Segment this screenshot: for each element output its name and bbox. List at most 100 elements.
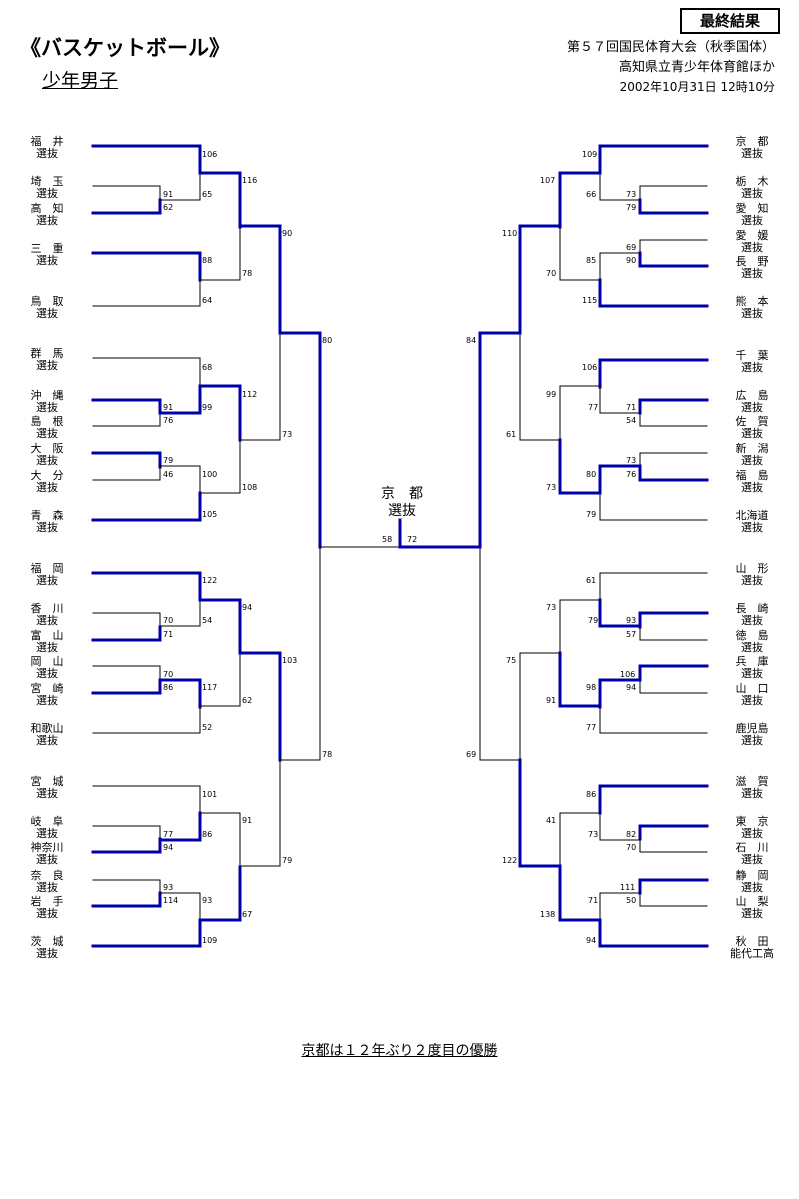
team-sub: 選抜 <box>741 361 763 374</box>
score-32: 101 <box>202 790 217 799</box>
team-left-12: 福 岡選抜 <box>8 563 86 587</box>
team-name: 福 井 <box>30 135 64 148</box>
score-90: 122 <box>502 856 517 865</box>
team-name: 宮 城 <box>30 775 64 788</box>
team-sub: 選抜 <box>36 401 58 414</box>
team-name: 大 分 <box>30 469 64 482</box>
team-sub: 選抜 <box>36 574 58 587</box>
score-66: 73 <box>546 483 556 492</box>
team-name: 青 森 <box>30 509 64 522</box>
team-right-6: 熊 本選抜 <box>713 296 791 320</box>
team-left-15: 岡 山選抜 <box>8 656 86 680</box>
score-42: 79 <box>282 856 292 865</box>
team-right-12: 北海道選抜 <box>713 510 791 534</box>
team-name: 岩 手 <box>30 895 64 908</box>
team-right-3: 愛 知選抜 <box>713 203 791 227</box>
team-sub: 選抜 <box>36 307 58 320</box>
team-name: 島 根 <box>30 415 64 428</box>
team-name: 岡 山 <box>30 655 64 668</box>
score-58: 71 <box>626 403 636 412</box>
score-28: 117 <box>202 683 217 692</box>
team-name: 東 京 <box>735 815 769 828</box>
score-34: 94 <box>163 843 173 852</box>
team-sub: 選抜 <box>36 521 58 534</box>
score-17: 105 <box>202 510 217 519</box>
team-right-7: 千 葉選抜 <box>713 350 791 374</box>
score-82: 70 <box>626 843 636 852</box>
team-sub: 選抜 <box>36 214 58 227</box>
team-right-9: 佐 賀選抜 <box>713 416 791 440</box>
team-sub: 選抜 <box>741 147 763 160</box>
team-left-20: 神奈川選抜 <box>8 842 86 866</box>
team-sub: 選抜 <box>36 614 58 627</box>
datetime: 2002年10月31日 12時10分 <box>619 80 775 94</box>
score-45: 72 <box>407 535 417 544</box>
score-1: 91 <box>163 190 173 199</box>
score-8: 90 <box>282 229 292 238</box>
team-name: 滋 賀 <box>735 775 769 788</box>
score-62: 76 <box>626 470 636 479</box>
team-name: 大 阪 <box>30 442 64 455</box>
team-sub: 選抜 <box>741 427 763 440</box>
score-56: 110 <box>502 229 517 238</box>
score-6: 64 <box>202 296 212 305</box>
score-19: 73 <box>282 430 292 439</box>
team-left-18: 宮 城選抜 <box>8 776 86 800</box>
team-sub: 選抜 <box>741 481 763 494</box>
team-name: 富 山 <box>30 629 64 642</box>
team-left-5: 鳥 取選抜 <box>8 296 86 320</box>
score-21: 122 <box>202 576 217 585</box>
team-sub: 選抜 <box>36 187 58 200</box>
score-22: 70 <box>163 616 173 625</box>
score-41: 67 <box>242 910 252 919</box>
score-71: 57 <box>626 630 636 639</box>
team-name: 山 梨 <box>735 895 769 908</box>
score-33: 77 <box>163 830 173 839</box>
team-left-21: 奈 良選抜 <box>8 870 86 894</box>
score-26: 70 <box>163 670 173 679</box>
team-name: 奈 良 <box>30 869 64 882</box>
team-name: 群 馬 <box>30 347 64 360</box>
team-name: 岐 阜 <box>30 815 64 828</box>
score-5: 88 <box>202 256 212 265</box>
team-right-24: 秋 田能代工高 <box>713 936 791 960</box>
team-right-13: 山 形選抜 <box>713 563 791 587</box>
team-name: 新 潟 <box>735 442 769 455</box>
team-name: 福 岡 <box>30 562 64 575</box>
score-61: 73 <box>626 456 636 465</box>
score-7: 78 <box>242 269 252 278</box>
team-name: 佐 賀 <box>735 415 769 428</box>
score-73: 106 <box>620 670 635 679</box>
score-13: 112 <box>242 390 257 399</box>
score-59: 54 <box>626 416 636 425</box>
team-sub: 選抜 <box>741 667 763 680</box>
score-10: 91 <box>163 403 173 412</box>
team-right-15: 徳 島選抜 <box>713 630 791 654</box>
score-16: 100 <box>202 470 217 479</box>
score-84: 111 <box>620 883 635 892</box>
score-12: 99 <box>202 403 212 412</box>
score-72: 79 <box>588 616 598 625</box>
score-31: 103 <box>282 656 297 665</box>
team-name: 鳥 取 <box>30 295 64 308</box>
team-name: 福 島 <box>735 469 769 482</box>
final-result-badge: 最終結果 <box>680 8 780 34</box>
team-right-1: 京 都選抜 <box>713 136 791 160</box>
team-name: 北海道 <box>735 509 769 522</box>
score-3: 65 <box>202 190 212 199</box>
team-sub: 選抜 <box>741 401 763 414</box>
team-sub: 選抜 <box>36 667 58 680</box>
team-sub: 選抜 <box>36 947 58 960</box>
score-54: 70 <box>546 269 556 278</box>
team-sub: 選抜 <box>741 853 763 866</box>
score-75: 98 <box>586 683 596 692</box>
score-67: 61 <box>506 430 516 439</box>
team-name: 千 葉 <box>735 349 769 362</box>
team-left-10: 大 分選抜 <box>8 470 86 494</box>
team-left-1: 福 井選抜 <box>8 136 86 160</box>
score-91: 69 <box>466 750 476 759</box>
team-sub: 選抜 <box>741 574 763 587</box>
score-53: 115 <box>582 296 597 305</box>
champion-name: 京 都 <box>381 486 423 502</box>
team-sub: 選抜 <box>36 734 58 747</box>
